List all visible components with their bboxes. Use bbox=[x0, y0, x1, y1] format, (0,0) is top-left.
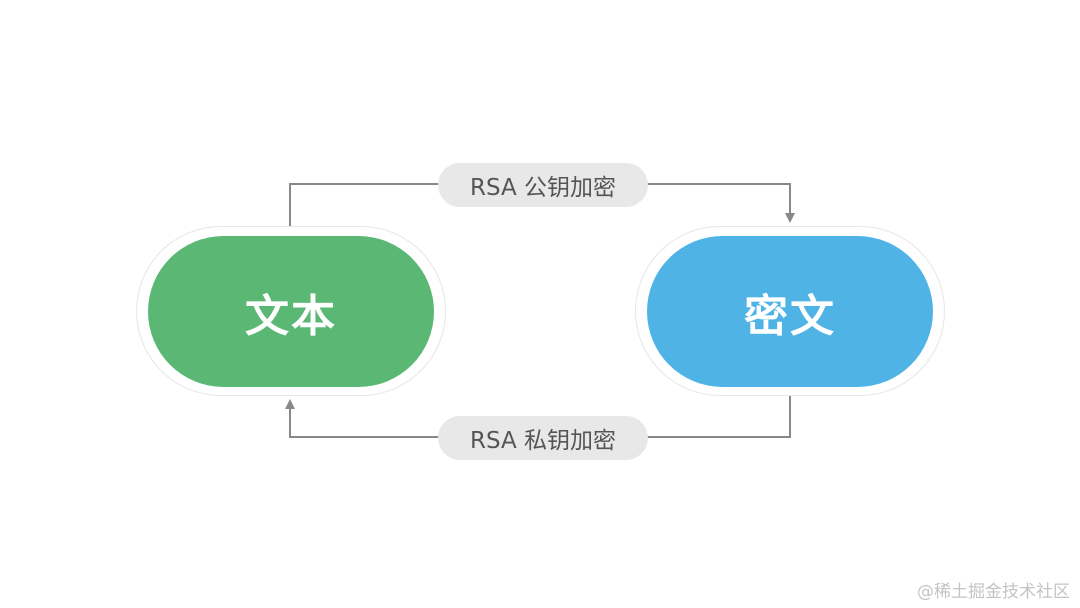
public-key-encrypt-text: RSA 公钥加密 bbox=[469, 175, 617, 201]
ciphertext-node-label: 密文 bbox=[744, 290, 836, 342]
ciphertext-node: 密文 bbox=[647, 236, 933, 387]
private-key-encrypt-text: RSA 私钥加密 bbox=[469, 428, 617, 454]
public-key-encrypt-label: RSA 公钥加密 bbox=[438, 163, 648, 207]
private-key-encrypt-label: RSA 私钥加密 bbox=[438, 416, 648, 460]
watermark: @稀土掘金技术社区 bbox=[917, 582, 1070, 602]
plaintext-node-label: 文本 bbox=[245, 290, 337, 342]
plaintext-node: 文本 bbox=[148, 236, 434, 387]
